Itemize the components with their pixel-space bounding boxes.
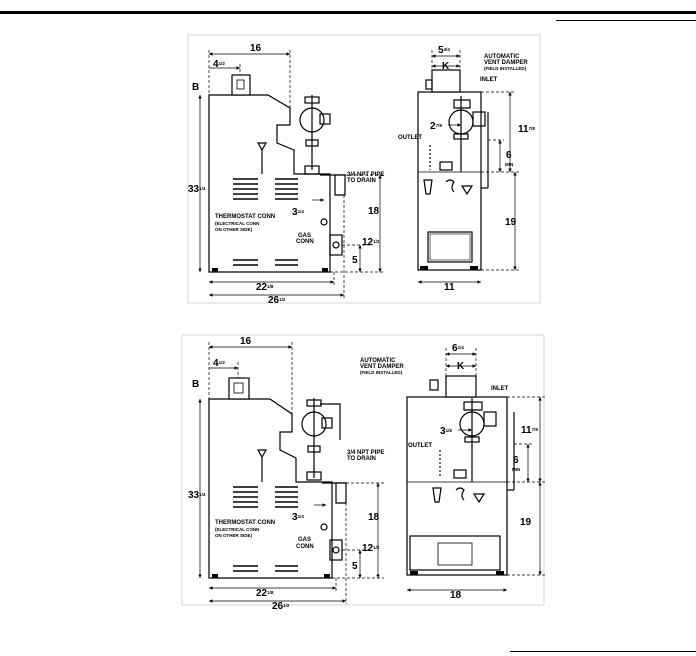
dim-2-7-8: 27/8 (430, 121, 442, 132)
thermostat-label: THERMOSTAT CONN (215, 520, 275, 526)
dim-22-1-8: 221/8 (256, 282, 274, 293)
dim-19: 19 (505, 217, 517, 228)
dim-6: 6 (506, 150, 512, 161)
k-label: K (442, 61, 450, 72)
dim-18: 18 (368, 512, 380, 523)
dim-18-width: 18 (450, 590, 462, 601)
dim-26-1-2: 261/2 (268, 295, 286, 306)
vent-damper-label: AUTOMATIC (360, 358, 396, 364)
dim-12-1-2: 121/2 (362, 543, 380, 554)
dim-3-1-4: 31/4 (292, 512, 304, 523)
npt-label-2: TO DRAIN (347, 178, 376, 184)
dim-3-1-8: 31/8 (440, 426, 452, 437)
outlet-label: OUTLET (398, 135, 422, 141)
npt-label: 3/4 NPT PIPE (347, 172, 384, 178)
k-label: K (457, 361, 465, 372)
side-view-bottom (208, 377, 347, 579)
dim-5: 5 (352, 561, 358, 572)
gas-conn-label-2: CONN (296, 544, 314, 550)
npt-label-2: TO DRAIN (347, 456, 376, 462)
thermostat-label-2: (ELECTRICAL CONN (215, 221, 259, 226)
footer-rule (510, 651, 696, 652)
thermostat-label-3: ON OTHER SIDE) (215, 533, 253, 538)
dim-offset: 41/2 (213, 59, 225, 70)
side-view-bottom-labels: 16 41/2 B 331/4 3/4 NPT PIPE TO DRAIN 31… (188, 336, 384, 612)
dim-width-16: 16 (250, 43, 262, 54)
min-label: MIN (505, 162, 513, 167)
min-label: MIN (512, 467, 520, 472)
dim-18: 18 (368, 206, 380, 217)
gas-conn-label-2: CONN (296, 239, 314, 245)
vent-damper-label-2: VENT DAMPER (360, 364, 404, 370)
dim-11-7-8: 117/8 (518, 124, 535, 135)
dim-offset: 41/2 (213, 358, 225, 369)
vent-damper-label-2: VENT DAMPER (484, 60, 528, 66)
front-view-top-labels: 53/4 K AUTOMATIC VENT DAMPER (FIELD INST… (398, 45, 535, 293)
vent-damper-label-3: (FIELD INSTALLED) (484, 66, 527, 71)
front-view-top (417, 69, 489, 271)
thermostat-label-2: (ELECTRICAL CONN (215, 527, 259, 532)
side-view-top (208, 74, 346, 273)
thermostat-label: THERMOSTAT CONN (215, 214, 275, 220)
vent-damper-label-3: (FIELD INSTALLED) (360, 370, 403, 375)
dim-12-1-2: 121/2 (362, 237, 380, 248)
dim-26-1-2: 261/2 (272, 601, 290, 612)
b-label: B (192, 379, 199, 390)
dim-height: 331/4 (188, 184, 206, 195)
gas-conn-label: GAS (298, 537, 311, 543)
dim-6: 6 (513, 455, 519, 466)
side-view-top-labels: 16 41/2 B 331/4 3/4 NPT PIPE TO DRAIN 31… (188, 43, 384, 306)
front-view-bottom-labels: AUTOMATIC VENT DAMPER (FIELD INSTALLED) … (360, 343, 538, 601)
inlet-label: INLET (480, 77, 498, 83)
front-view-bottom (406, 375, 515, 576)
gas-conn-label: GAS (298, 233, 311, 239)
dim-11-7-8: 117/8 (521, 425, 538, 436)
dim-11-width: 11 (444, 282, 455, 293)
dim-22-1-8: 221/8 (256, 588, 274, 599)
thermostat-label-3: ON OTHER SIDE) (215, 227, 253, 232)
dim-6-1-4: 61/4 (452, 343, 464, 354)
header-rule-secondary (556, 20, 696, 21)
dim-width-16: 16 (240, 336, 252, 347)
outlet-label: OUTLET (408, 443, 432, 449)
dim-3-1-4: 31/4 (292, 207, 304, 218)
b-label: B (192, 82, 199, 93)
dim-5: 5 (352, 255, 358, 266)
dim-height: 331/4 (188, 490, 206, 501)
dim-5-3-4: 53/4 (438, 45, 450, 56)
npt-label: 3/4 NPT PIPE (347, 450, 384, 456)
header-rule (0, 11, 696, 14)
dim-19: 19 (520, 517, 532, 528)
vent-damper-label: AUTOMATIC (484, 54, 520, 60)
inlet-label: INLET (491, 386, 509, 392)
